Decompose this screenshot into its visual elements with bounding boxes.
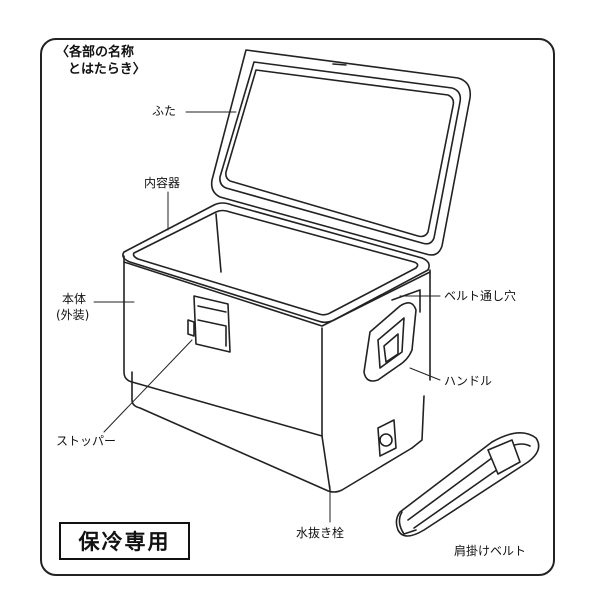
- leader-lines: [93, 111, 441, 523]
- label-lid: ふた: [152, 104, 177, 118]
- handle-shape: [363, 289, 421, 382]
- label-body: 本体: [62, 292, 87, 306]
- drain-plug-shape: [377, 419, 397, 457]
- stopper-latch-shape: [187, 295, 231, 353]
- label-body-note: (外装): [56, 308, 90, 322]
- heading-line-1: 〈各部の名称: [56, 45, 135, 60]
- lid-shape: [210, 49, 472, 256]
- label-belt-hole: ベルト通し穴: [444, 289, 517, 303]
- diagram-heading: 〈各部の名称 とはたらき〉: [56, 44, 146, 78]
- heading-line-2: とはたらき〉: [68, 62, 146, 77]
- label-shoulder-belt: 肩掛けベルト: [454, 544, 527, 558]
- label-handle: ハンドル: [444, 374, 493, 388]
- label-drain-plug: 水抜き栓: [296, 526, 345, 540]
- label-inner-container: 内容器: [144, 176, 181, 190]
- shoulder-belt-shape: [395, 432, 540, 537]
- diagram-frame: [40, 38, 555, 576]
- label-stopper: ストッパー: [56, 434, 117, 448]
- usage-badge: 保冷専用: [59, 522, 190, 560]
